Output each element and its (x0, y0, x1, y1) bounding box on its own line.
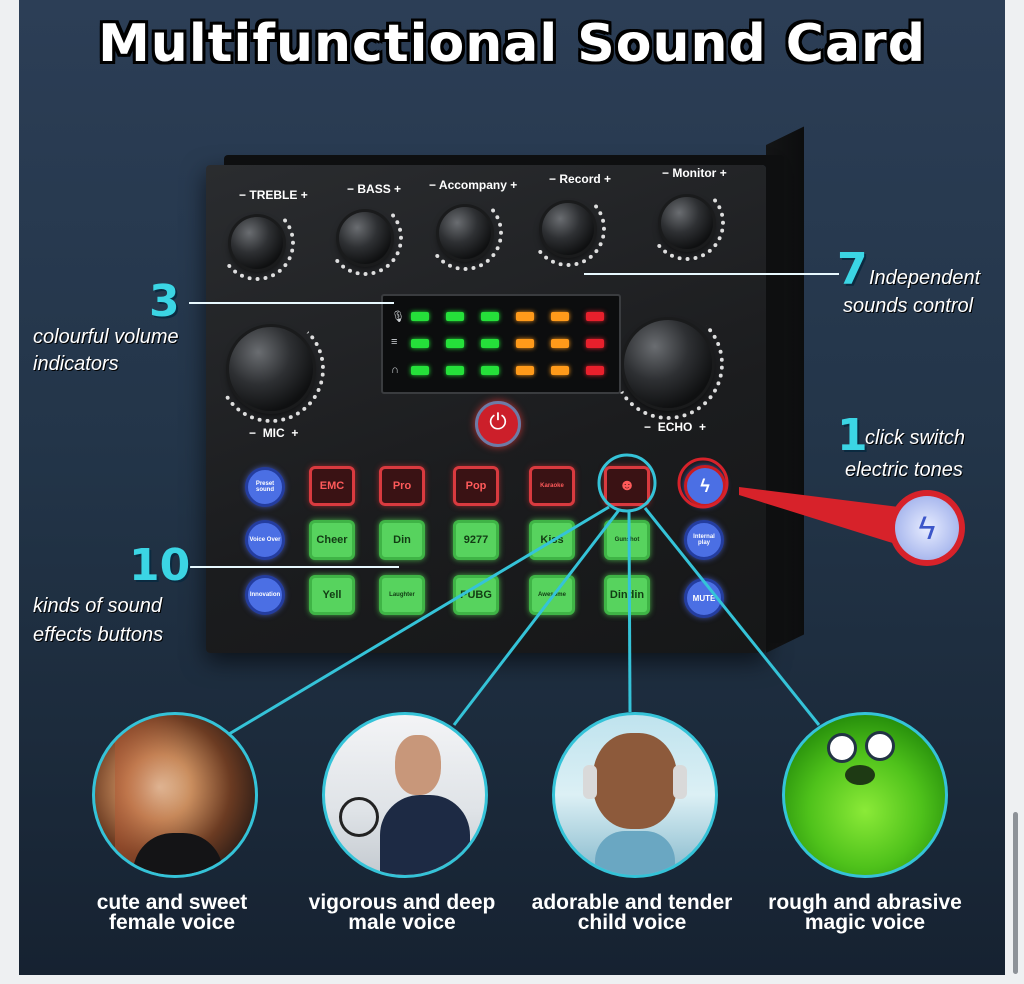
level-led (551, 339, 569, 348)
line-magic (643, 507, 821, 726)
male-head (395, 735, 441, 795)
scrollbar[interactable] (1013, 812, 1018, 974)
bass-label: − BASS + (347, 182, 402, 196)
headphone-icon: ∩ (391, 364, 399, 376)
electric-highlight-ring (677, 457, 729, 509)
callout-1-text-1: click switch (865, 427, 966, 449)
9277-button[interactable]: 9277 (453, 520, 499, 560)
callout-7-text-2: sounds control (843, 295, 974, 317)
child-body (595, 831, 675, 875)
pro-button[interactable]: Pro (379, 466, 425, 506)
headphone-right (673, 765, 687, 799)
child-head (593, 733, 677, 829)
level-led (586, 312, 604, 321)
gunshot-button[interactable]: Gunshot (604, 520, 650, 560)
callout-7-number: 7 (837, 244, 868, 295)
yell-button[interactable]: Yell (309, 575, 355, 615)
level-led (586, 366, 604, 375)
callout-10-number: 10 (129, 540, 191, 591)
line-female (218, 505, 610, 742)
preset-sound-button[interactable]: Preset sound (245, 467, 285, 507)
internal-play-button[interactable]: Internal play (684, 520, 724, 560)
monster-icon: ☻ (618, 477, 636, 494)
headphone-left (583, 765, 597, 799)
male-voice-photo (322, 712, 488, 878)
volume-level-meter: 🎙 ≡ ∩ (381, 294, 621, 394)
line-male (452, 509, 621, 726)
callout-3-number: 3 (149, 276, 180, 327)
product-poster: Multifunctional Sound Card − TREBLE + − … (19, 0, 1005, 975)
karaoke-button[interactable]: Karaoke (529, 466, 575, 506)
level-led (516, 312, 534, 321)
level-led (446, 366, 464, 375)
level-led (411, 312, 429, 321)
laughter-button[interactable]: Laughter (379, 575, 425, 615)
callout-1-number: 1 (837, 410, 868, 461)
line-child (627, 510, 632, 713)
voice-change-button[interactable]: ☻ (604, 466, 650, 506)
level-led (411, 339, 429, 348)
accompany-icon: ≡ (391, 336, 398, 348)
level-led (516, 339, 534, 348)
magic-voice-photo (782, 712, 948, 878)
pop-button[interactable]: Pop (453, 466, 499, 506)
emc-button[interactable]: EMC (309, 466, 355, 506)
lightning-icon: ϟ (700, 475, 710, 496)
monster-nose (845, 765, 875, 785)
power-button[interactable]: ⏻ (475, 401, 521, 447)
cheer-button[interactable]: Cheer (309, 520, 355, 560)
poster-title: Multifunctional Sound Card (98, 14, 926, 74)
callout-1-text-2: electric tones (845, 459, 963, 481)
din-button[interactable]: Din (379, 520, 425, 560)
monster-eye-left (827, 733, 857, 763)
echo-label: − ECHO + (644, 420, 707, 434)
record-label: − Record + (549, 172, 612, 186)
male-body (380, 795, 470, 875)
female-voice-photo (92, 712, 258, 878)
monster-eye-right (865, 731, 895, 761)
level-led (446, 312, 464, 321)
monitor-label: − Monitor + (662, 166, 727, 180)
level-led (481, 339, 499, 348)
level-led (551, 366, 569, 375)
callout-7-text-1: Independent (869, 267, 981, 289)
callout-3-text-1: colourful volume (33, 326, 179, 348)
callout-3-text-2: indicators (33, 353, 119, 375)
level-led (586, 339, 604, 348)
callout-10-text-2: effects buttons (33, 624, 164, 646)
innovation-button[interactable]: Innovation (245, 575, 285, 615)
power-icon: ⏻ (489, 409, 507, 434)
mic-label: − MIC + (249, 426, 299, 440)
level-led (551, 312, 569, 321)
highlight-ring (597, 453, 657, 513)
zoomed-lightning-icon: ϟ (895, 496, 959, 560)
child-voice-photo (552, 712, 718, 878)
accompany-label: − Accompany + (429, 178, 518, 192)
callout-lines (184, 273, 899, 742)
level-led (481, 312, 499, 321)
mic-icon: 🎙 (391, 311, 405, 323)
zoomed-electric-bg: ϟ (889, 490, 965, 566)
zoom-beam (739, 487, 899, 545)
level-led (481, 366, 499, 375)
level-led (516, 366, 534, 375)
level-led (446, 339, 464, 348)
level-led (411, 366, 429, 375)
callout-10-text-1: kinds of sound (33, 595, 162, 617)
voice-over-button[interactable]: Voice Over (245, 520, 285, 560)
dindin-button[interactable]: Dindin (604, 575, 650, 615)
treble-label: − TREBLE + (239, 188, 308, 202)
pop-filter (339, 797, 379, 837)
